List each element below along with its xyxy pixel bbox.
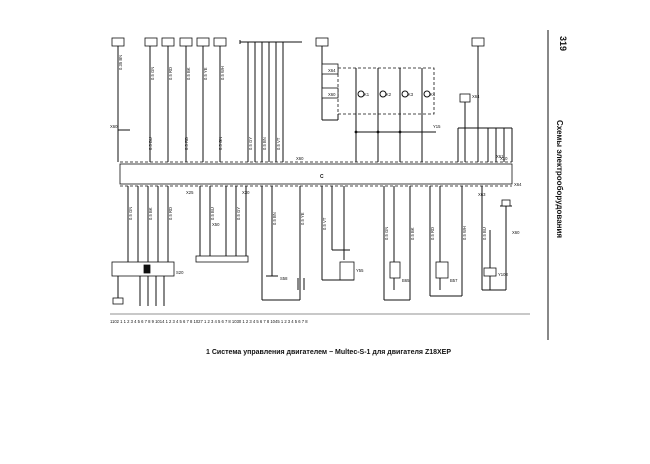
svg-text:0.5 GN: 0.5 GN: [384, 227, 389, 240]
svg-text:K3: K3: [408, 92, 414, 97]
svg-text:X30: X30: [242, 190, 250, 195]
svg-text:X60: X60: [110, 124, 118, 129]
svg-text:0.5 RD: 0.5 RD: [168, 67, 173, 80]
svg-text:1102 1 1 2 3 4 5: 1102 1 1 2 3 4 5 6 7 8 9 1014 1 2 3 4 5 …: [110, 319, 308, 324]
svg-text:0.5 GN: 0.5 GN: [128, 207, 133, 220]
svg-text:0.5 BK: 0.5 BK: [410, 227, 415, 240]
svg-text:0.5 YE: 0.5 YE: [300, 212, 305, 225]
svg-text:0.35 BN: 0.35 BN: [118, 55, 123, 70]
upper-right-components: K1 K2 K3 K4 X64 X60 Y15 X64 X61: [321, 63, 513, 162]
svg-text:0.5 WH: 0.5 WH: [220, 66, 225, 80]
lower-wire-labels: 0.5 GN 0.5 BK 0.5 RD 0.5 BU 0.5 GY 0.5 B…: [128, 207, 487, 240]
svg-text:0.5 VT: 0.5 VT: [276, 137, 281, 150]
upper-wire-labels: 0.35 BN 0.5 GN 0.5 RD 0.5 BK 0.5 YE 0.5 …: [118, 55, 281, 150]
svg-text:0.5 VT: 0.5 VT: [322, 217, 327, 230]
figure-caption: 1 Система управления двигателем − Multec…: [206, 349, 451, 356]
top-connectors: [111, 37, 485, 47]
svg-text:K2: K2: [386, 92, 392, 97]
svg-text:0.5 GN: 0.5 GN: [150, 67, 155, 80]
svg-text:0.5 RD: 0.5 RD: [184, 137, 189, 150]
svg-text:X64: X64: [328, 68, 336, 73]
svg-text:0.5 WH: 0.5 WH: [462, 226, 467, 240]
svg-text:X10: X10: [500, 156, 508, 161]
svg-text:0.5 BU: 0.5 BU: [210, 207, 215, 220]
svg-text:Y55: Y55: [356, 268, 364, 273]
ecu-bus: C X64 X60 X60 X10: [110, 124, 522, 187]
svg-text:K4: K4: [430, 92, 436, 97]
svg-text:0.5 YE: 0.5 YE: [203, 67, 208, 80]
svg-text:X50: X50: [212, 222, 220, 227]
svg-text:0.5 GY: 0.5 GY: [248, 137, 253, 150]
svg-text:X64: X64: [472, 94, 480, 99]
svg-text:K1: K1: [364, 92, 370, 97]
svg-text:X25: X25: [186, 190, 194, 195]
lower-wires: [127, 186, 507, 301]
svg-text:0.5 GY: 0.5 GY: [236, 207, 241, 220]
svg-text:0.5 BU: 0.5 BU: [148, 137, 153, 150]
svg-text:B65: B65: [402, 278, 410, 283]
upper-wires: [117, 42, 479, 162]
svg-text:0.5 BK: 0.5 BK: [148, 207, 153, 220]
ecu-label: C: [320, 174, 324, 180]
svg-text:X60: X60: [296, 156, 304, 161]
svg-text:Y15: Y15: [433, 124, 441, 129]
svg-text:0.5 GN: 0.5 GN: [218, 137, 223, 150]
svg-text:0.5 BN: 0.5 BN: [272, 212, 277, 225]
svg-text:0.5 RD: 0.5 RD: [430, 227, 435, 240]
ground-label: X64: [514, 182, 522, 187]
svg-text:0.5 BN: 0.5 BN: [262, 137, 267, 150]
svg-text:S20: S20: [176, 270, 184, 275]
svg-text:0.5 RD: 0.5 RD: [168, 207, 173, 220]
svg-text:0.5 BK: 0.5 BK: [186, 67, 191, 80]
svg-text:X60: X60: [328, 92, 336, 97]
svg-text:S58: S58: [280, 276, 288, 281]
control-unit-block: [119, 163, 513, 185]
lower-left-block: [111, 261, 175, 277]
svg-text:X60: X60: [512, 230, 520, 235]
svg-text:X63: X63: [478, 192, 486, 197]
lower-components: S20 X50 X25 X30 S58 Y55 B65 B57 Y103 X60…: [111, 190, 520, 306]
svg-text:0.5 BU: 0.5 BU: [482, 227, 487, 240]
svg-text:Y103: Y103: [498, 272, 508, 277]
grid-row: 1102 1 1 2 3 4 5 6 7 8 9 1014 1 2 3 4 5 …: [110, 313, 530, 324]
svg-text:X61: X61: [496, 154, 504, 159]
svg-text:B57: B57: [450, 278, 458, 283]
side-title: Схемы электрооборудования: [555, 120, 564, 238]
page-number: 319: [558, 36, 568, 51]
